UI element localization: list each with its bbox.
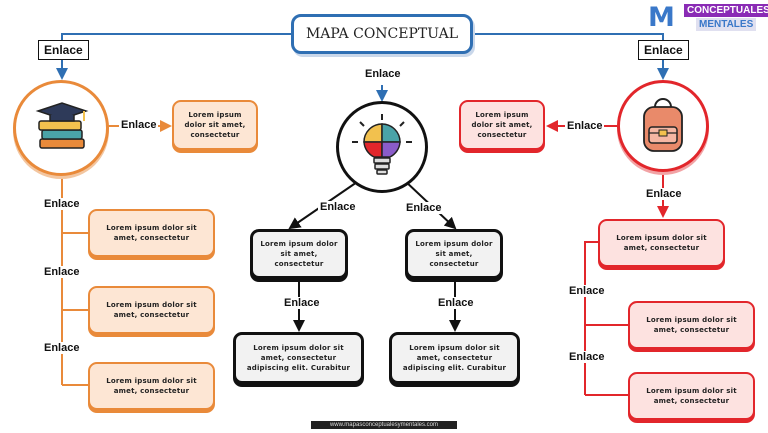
logo-letter: M: [648, 2, 675, 33]
center-branch-2-sub-node: Lorem ipsum dolor sit amet, consectetur …: [389, 332, 520, 384]
right-down-link-label: Enlace: [644, 188, 684, 200]
right-main-node: Lorem ipsum dolor sit amet, consectetur: [459, 100, 545, 150]
center-branch-1-link-label: Enlace: [318, 201, 358, 213]
left-concept-circle: [13, 80, 109, 176]
footer-url: www.mapasconceptualesymentales.com: [311, 421, 457, 429]
backpack-icon: [643, 98, 683, 152]
left-child-3-link-label: Enlace: [42, 342, 82, 354]
map-title: MAPA CONCEPTUAL: [291, 14, 473, 54]
center-branch-1-sub-link-label: Enlace: [282, 297, 322, 309]
center-branch-1-node: Lorem ipsum dolor sit amet, consectetur: [250, 229, 348, 279]
center-branch-2-sub-link-label: Enlace: [436, 297, 476, 309]
logo-line-1: CONCEPTUALES: [684, 4, 768, 17]
right-child-1-node: Lorem ipsum dolor sit amet, consectetur: [628, 301, 755, 349]
center-branch-2-node: Lorem ipsum dolor sit amet, consectetur: [405, 229, 503, 279]
left-child-1-link-label: Enlace: [42, 198, 82, 210]
books-graduation-cap-icon: [35, 102, 89, 149]
left-child-2-link-label: Enlace: [42, 266, 82, 278]
center-concept-circle: [336, 101, 428, 193]
right-concept-circle: [617, 80, 709, 172]
right-top-link-label: Enlace: [638, 40, 689, 60]
left-top-link-label: Enlace: [38, 40, 89, 60]
right-second-node: Lorem ipsum dolor sit amet, consectetur: [598, 219, 725, 267]
center-branch-2-link-label: Enlace: [404, 202, 444, 214]
brand-logo: M CONCEPTUALES MENTALES: [646, 2, 768, 33]
right-side-link-label: Enlace: [565, 120, 605, 132]
right-child-2-node: Lorem ipsum dolor sit amet, consectetur: [628, 372, 755, 420]
left-child-3-node: Lorem ipsum dolor sit amet, consectetur: [88, 362, 215, 410]
lightbulb-puzzle-icon: [352, 114, 412, 175]
logo-line-2: MENTALES: [696, 18, 757, 31]
left-main-node: Lorem ipsum dolor sit amet, consectetur: [172, 100, 258, 150]
center-top-link-label: Enlace: [363, 68, 403, 80]
left-child-2-node: Lorem ipsum dolor sit amet, consectetur: [88, 286, 215, 334]
right-child-1-link-label: Enlace: [567, 285, 607, 297]
left-child-1-node: Lorem ipsum dolor sit amet, consectetur: [88, 209, 215, 257]
left-side-link-label: Enlace: [119, 119, 159, 131]
center-branch-1-sub-node: Lorem ipsum dolor sit amet, consectetur …: [233, 332, 364, 384]
right-child-2-link-label: Enlace: [567, 351, 607, 363]
